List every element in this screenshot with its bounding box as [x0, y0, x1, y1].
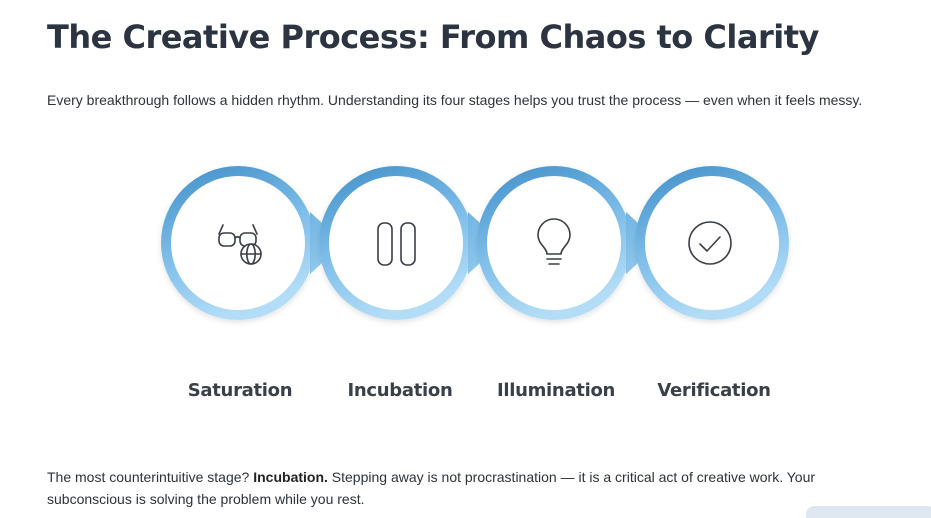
glasses-globe-icon — [218, 224, 262, 265]
stage-label-verification: Verification — [657, 380, 771, 401]
outro-paragraph: The most counterintuitive stage? Incubat… — [47, 466, 897, 510]
stage-label-incubation: Incubation — [347, 380, 453, 401]
stage-ring-illumination — [477, 166, 660, 320]
lightbulb-icon — [537, 218, 571, 265]
corner-button-partial[interactable] — [806, 506, 931, 518]
page-title: The Creative Process: From Chaos to Clar… — [47, 18, 819, 56]
stage-ring-verification — [635, 166, 789, 320]
outro-rest: Stepping away is not procrastination — i… — [47, 469, 816, 507]
stage-ring-incubation — [319, 166, 502, 320]
outro-lead: The most counterintuitive stage? — [47, 469, 250, 485]
stage-ring-saturation — [161, 166, 344, 320]
stage-label-illumination: Illumination — [496, 380, 616, 401]
process-diagram — [161, 166, 789, 320]
outro-highlight: Incubation. — [253, 469, 328, 485]
stage-label-saturation: Saturation — [187, 380, 293, 401]
check-circle-icon — [688, 221, 732, 265]
pause-icon — [377, 222, 416, 266]
intro-paragraph: Every breakthrough follows a hidden rhyt… — [47, 92, 863, 108]
